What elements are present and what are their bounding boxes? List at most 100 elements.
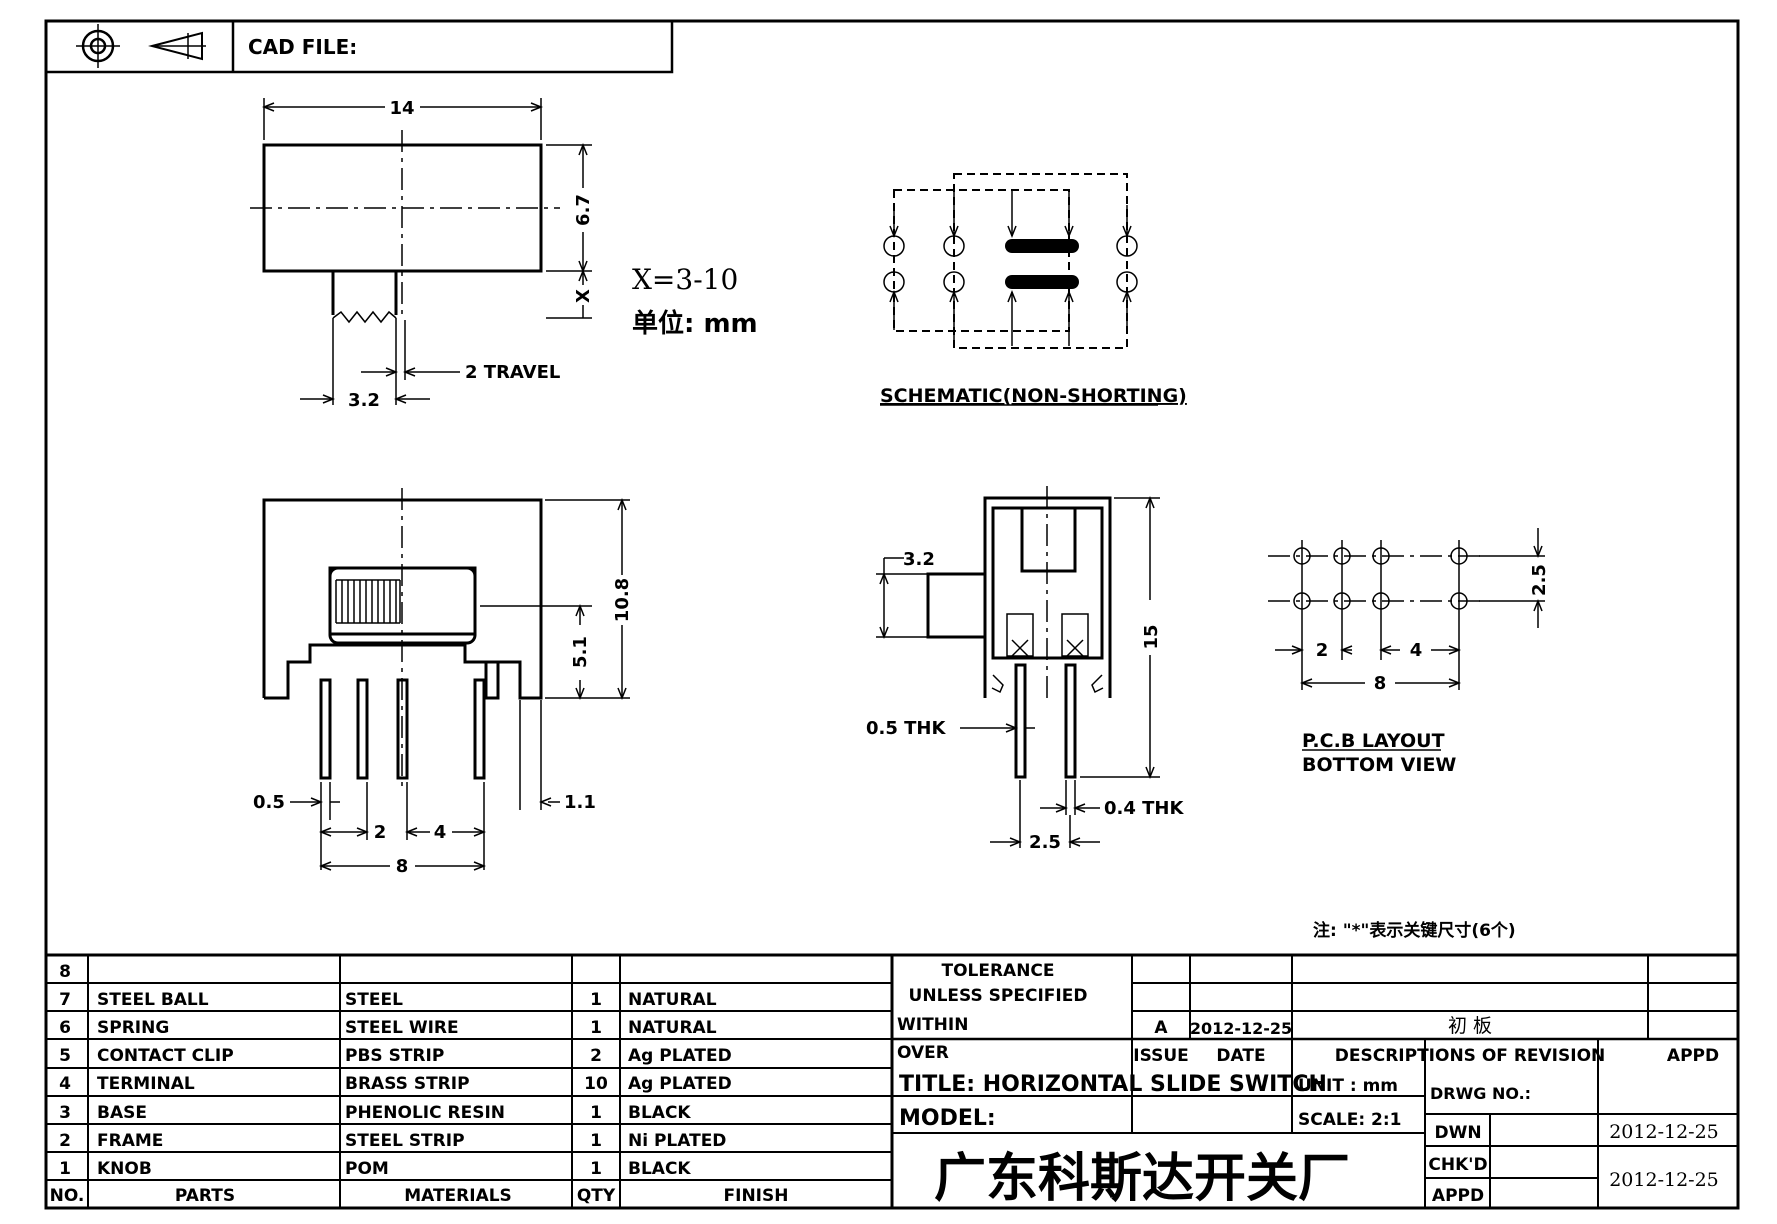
bom-row-no: 5 [59, 1046, 71, 1066]
dim-thk-0-5: 0.5 THK [866, 718, 946, 739]
drawing-title: TITLE: HORIZONTAL SLIDE SWITCH [899, 1072, 1327, 1097]
model-label: MODEL: [899, 1106, 996, 1131]
appd2-label: APPD [1432, 1186, 1484, 1206]
dim-side-knob-3-2: 3.2 [903, 549, 935, 570]
bom-header-finish: FINISH [724, 1186, 789, 1206]
bom-row-qty: 10 [584, 1074, 608, 1094]
pcb-dim-4: 4 [1410, 640, 1423, 661]
bom-row-qty: 1 [590, 1103, 602, 1123]
date-label: DATE [1216, 1046, 1265, 1066]
bom-row-no: 6 [59, 1018, 71, 1038]
bom-row-part: KNOB [97, 1159, 152, 1179]
bom-header-qty: QTY [577, 1186, 616, 1206]
dim-x: X [573, 289, 594, 303]
projection-circle-icon [76, 24, 120, 68]
issue-date: 2012-12-25 [1190, 1019, 1292, 1038]
bom-row-qty: 1 [590, 990, 602, 1010]
descriptions-label: DESCRIPTIONS OF REVISION [1335, 1046, 1606, 1066]
bom-row-qty: 1 [590, 1131, 602, 1151]
bom-row-part: CONTACT CLIP [97, 1046, 234, 1066]
scale-label: SCALE: 2:1 [1298, 1110, 1402, 1130]
side-view: 3.2 15 0.5 THK 0.4 THK 2.5 [866, 486, 1184, 853]
title-block [46, 953, 1738, 1208]
chk-date: 2012-12-25 [1609, 1169, 1719, 1191]
pcb-subtitle: BOTTOM VIEW [1302, 754, 1456, 776]
bom-row-material: STEEL [345, 990, 403, 1010]
bom-header-parts: PARTS [175, 1186, 235, 1206]
bom-row-material: POM [345, 1159, 389, 1179]
bom-row-finish: BLACK [628, 1103, 691, 1123]
bom-row-material: PHENOLIC RESIN [345, 1103, 505, 1123]
dim-width-14: 14 [389, 98, 414, 119]
tolerance-label: TOLERANCE [941, 961, 1054, 981]
note-unit: 单位: mm [632, 308, 758, 339]
bom-row-finish: BLACK [628, 1159, 691, 1179]
unit-label: UNIT : mm [1298, 1076, 1398, 1096]
cad-file-label: CAD FILE: [248, 35, 357, 59]
drwg-no-label: DRWG NO.: [1430, 1084, 1531, 1103]
note-x-range: X=3-10 [632, 263, 738, 296]
projection-cone-icon [148, 31, 206, 61]
bom-row-no: 3 [59, 1103, 71, 1123]
bom-row-finish: Ni PLATED [628, 1131, 726, 1151]
bom-row-material: BRASS STRIP [345, 1074, 470, 1094]
dim-pitch-2: 2 [374, 822, 387, 843]
within-label: WITHIN [897, 1015, 968, 1035]
pcb-dim-2: 2 [1316, 640, 1329, 661]
front-view: 10.8 5.1 0.5 1.1 2 4 8 [253, 488, 633, 877]
bom-row-part: SPRING [97, 1018, 169, 1038]
dim-frame-1-1: 1.1 [564, 792, 596, 813]
dwn-label: DWN [1434, 1123, 1481, 1143]
dim-pitch-4: 4 [434, 822, 447, 843]
dim-height-5-1: 5.1 [570, 636, 591, 668]
bom-row-no: 2 [59, 1131, 71, 1151]
schematic-title: SCHEMATIC(NON-SHORTING) [880, 385, 1187, 407]
issue-label: ISSUE [1133, 1046, 1188, 1066]
over-label: OVER [897, 1043, 949, 1063]
dim-height-10-8: 10.8 [612, 578, 633, 622]
bom-row-finish: NATURAL [628, 1018, 717, 1038]
pcb-dim-8: 8 [1374, 673, 1387, 694]
bom-row-material: PBS STRIP [345, 1046, 444, 1066]
dim-height-6-7: 6.7 [573, 194, 594, 226]
top-view: 14 6.7 X 3.2 2 TRAVEL [250, 98, 594, 411]
bom-row-finish: Ag PLATED [628, 1074, 732, 1094]
dim-knob-3-2: 3.2 [348, 390, 380, 411]
pcb-title: P.C.B LAYOUT [1302, 730, 1445, 752]
unless-specified-label: UNLESS SPECIFIED [909, 986, 1088, 1006]
header-box: CAD FILE: [44, 19, 674, 74]
pcb-dim-2-5: 2.5 [1529, 564, 1550, 596]
schematic: SCHEMATIC(NON-SHORTING) [880, 173, 1187, 407]
footnote: 注: "*"表示关键尺寸(6个) [1313, 920, 1516, 941]
dim-side-pitch-2-5: 2.5 [1029, 832, 1061, 853]
bom-row-finish: Ag PLATED [628, 1046, 732, 1066]
bom-row-qty: 1 [590, 1018, 602, 1038]
bom-row-no: 7 [59, 990, 71, 1010]
bom-header-materials: MATERIALS [404, 1186, 512, 1206]
pcb-layout: 2.5 2 4 8 P.C.B LAYOUT BOTTOM VIEW [1268, 528, 1550, 776]
bom-row-qty: 2 [590, 1046, 602, 1066]
bom-row-material: STEEL WIRE [345, 1018, 459, 1038]
dim-overall-8: 8 [396, 856, 409, 877]
bom-row-no: 4 [59, 1074, 71, 1094]
revision-description: 初 板 [1448, 1015, 1492, 1037]
dim-travel: 2 TRAVEL [465, 362, 560, 383]
appd-label: APPD [1667, 1046, 1719, 1066]
bom-row-part: TERMINAL [97, 1074, 195, 1094]
bom-row-no: 1 [59, 1159, 71, 1179]
bom-header-no: NO. [50, 1186, 85, 1206]
knob-grip [335, 579, 401, 624]
bom-row-no: 8 [59, 962, 71, 982]
bom-row-qty: 1 [590, 1159, 602, 1179]
bom-table: 8 7 STEEL BALL STEEL 1 NATURAL 6 SPRING … [50, 962, 789, 1206]
bom-row-part: STEEL BALL [97, 990, 209, 1010]
dim-thk-0-4: 0.4 THK [1104, 798, 1184, 819]
bom-row-material: STEEL STRIP [345, 1131, 465, 1151]
chkd-label: CHK'D [1428, 1155, 1487, 1175]
bom-row-part: BASE [97, 1103, 147, 1123]
dim-side-height-15: 15 [1141, 624, 1162, 649]
issue-value: A [1154, 1018, 1168, 1038]
dim-pin-0-5: 0.5 [253, 792, 285, 813]
bom-row-finish: NATURAL [628, 990, 717, 1010]
